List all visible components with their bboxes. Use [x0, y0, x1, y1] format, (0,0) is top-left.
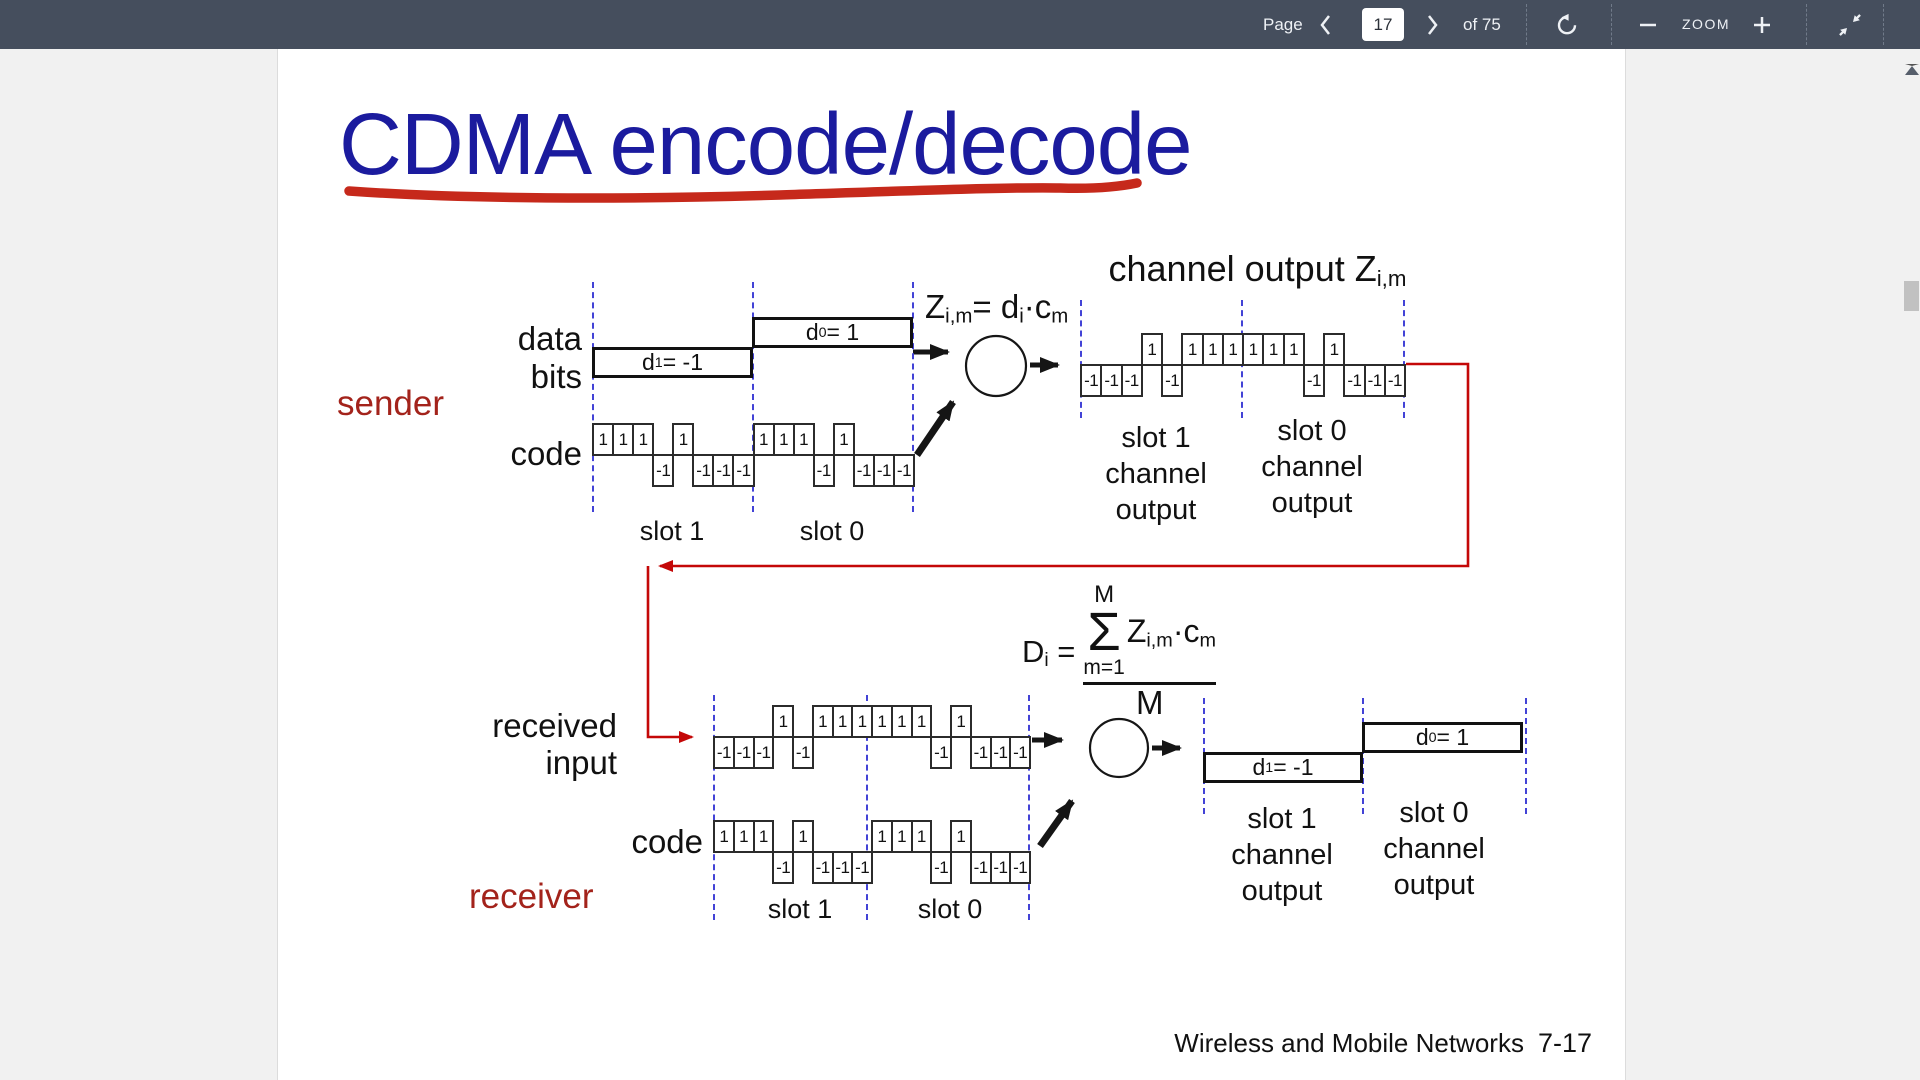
zim-formula: Zi,m= di·cm — [925, 288, 1069, 328]
slot-boundary-line — [1080, 300, 1082, 418]
minus-icon — [1637, 23, 1659, 39]
sum-body: Zi,m·cm — [1126, 612, 1216, 651]
sender-code-label: code — [510, 435, 582, 472]
collapse-icon — [1836, 14, 1865, 42]
slot-boundary-line — [1525, 698, 1527, 814]
page-label: Page — [1263, 15, 1303, 34]
slot-boundary-line — [592, 282, 594, 512]
sender-code-slot1-label: slot 1 — [639, 516, 705, 546]
receiver-code-slot0-label: slot 0 — [917, 894, 983, 924]
toolbar-separator — [1806, 4, 1807, 45]
rotate-icon — [1554, 13, 1580, 40]
scrollbar-thumb[interactable] — [1904, 281, 1919, 311]
receiver-code-slot1-label: slot 1 — [767, 894, 833, 924]
plus-icon — [1751, 17, 1773, 39]
channel-output-heading: channel output Zi,m — [1108, 248, 1407, 291]
chevron-left-icon — [1318, 15, 1334, 40]
fraction-bar — [1083, 682, 1216, 685]
page-number-input[interactable] — [1362, 8, 1404, 41]
chevron-right-icon — [1424, 15, 1440, 40]
footer-page-number: 7-17 — [1537, 1028, 1592, 1058]
data-bits-label: data bits — [517, 320, 582, 395]
receiver-output-slot0-label: slot 0 channel output — [1383, 797, 1485, 901]
collapse-button[interactable] — [1836, 10, 1865, 42]
zoom-in-button[interactable] — [1751, 14, 1773, 39]
page-total-label: of 75 — [1463, 15, 1501, 34]
sum-lower-limit: m=1 — [1083, 656, 1125, 679]
slide-footer: Wireless and Mobile Networks 7-17 — [1100, 1028, 1592, 1059]
receiver-label: receiver — [469, 877, 594, 916]
sender-output-slot0-label: slot 0 channel output — [1261, 415, 1363, 519]
di-formula-lhs: Di = — [1022, 634, 1076, 672]
toolbar-separator — [1526, 4, 1527, 45]
slot-boundary-line — [1362, 698, 1364, 814]
di-formula: Di = M Σ m=1 Zi,m·cm M — [1022, 583, 1216, 721]
slot-boundary-line — [1028, 695, 1030, 920]
received-input-label: received input — [492, 707, 617, 781]
vertical-scrollbar — [1903, 49, 1920, 1080]
toolbar-separator — [1883, 4, 1884, 45]
next-page-button[interactable] — [1424, 13, 1440, 40]
sum-upper-limit: M — [1094, 581, 1115, 608]
previous-page-button[interactable] — [1318, 13, 1334, 40]
viewer-toolbar: Page of 75 ZOOM — [0, 0, 1920, 49]
slot-boundary-line — [866, 695, 868, 920]
sender-label: sender — [337, 384, 445, 423]
sender-code-slot0-label: slot 0 — [799, 516, 865, 546]
slot-boundary-line — [1403, 300, 1405, 418]
slot-boundary-line — [713, 695, 715, 920]
footer-course-title: Wireless and Mobile Networks — [1174, 1028, 1524, 1058]
fraction-denominator: M — [1135, 684, 1164, 721]
scroll-up-arrow-icon[interactable] — [1905, 64, 1919, 75]
zoom-label: ZOOM — [1682, 16, 1730, 32]
rotate-button[interactable] — [1554, 13, 1580, 40]
receiver-code-label: code — [631, 823, 703, 860]
slide-title: CDMA encode/decode — [339, 96, 1193, 193]
toolbar-separator — [1611, 4, 1612, 45]
sigma-symbol: Σ — [1087, 602, 1121, 662]
receiver-output-slot1-label: slot 1 channel output — [1231, 803, 1333, 907]
sender-output-slot1-label: slot 1 channel output — [1105, 422, 1207, 526]
zoom-out-button[interactable] — [1637, 14, 1659, 39]
